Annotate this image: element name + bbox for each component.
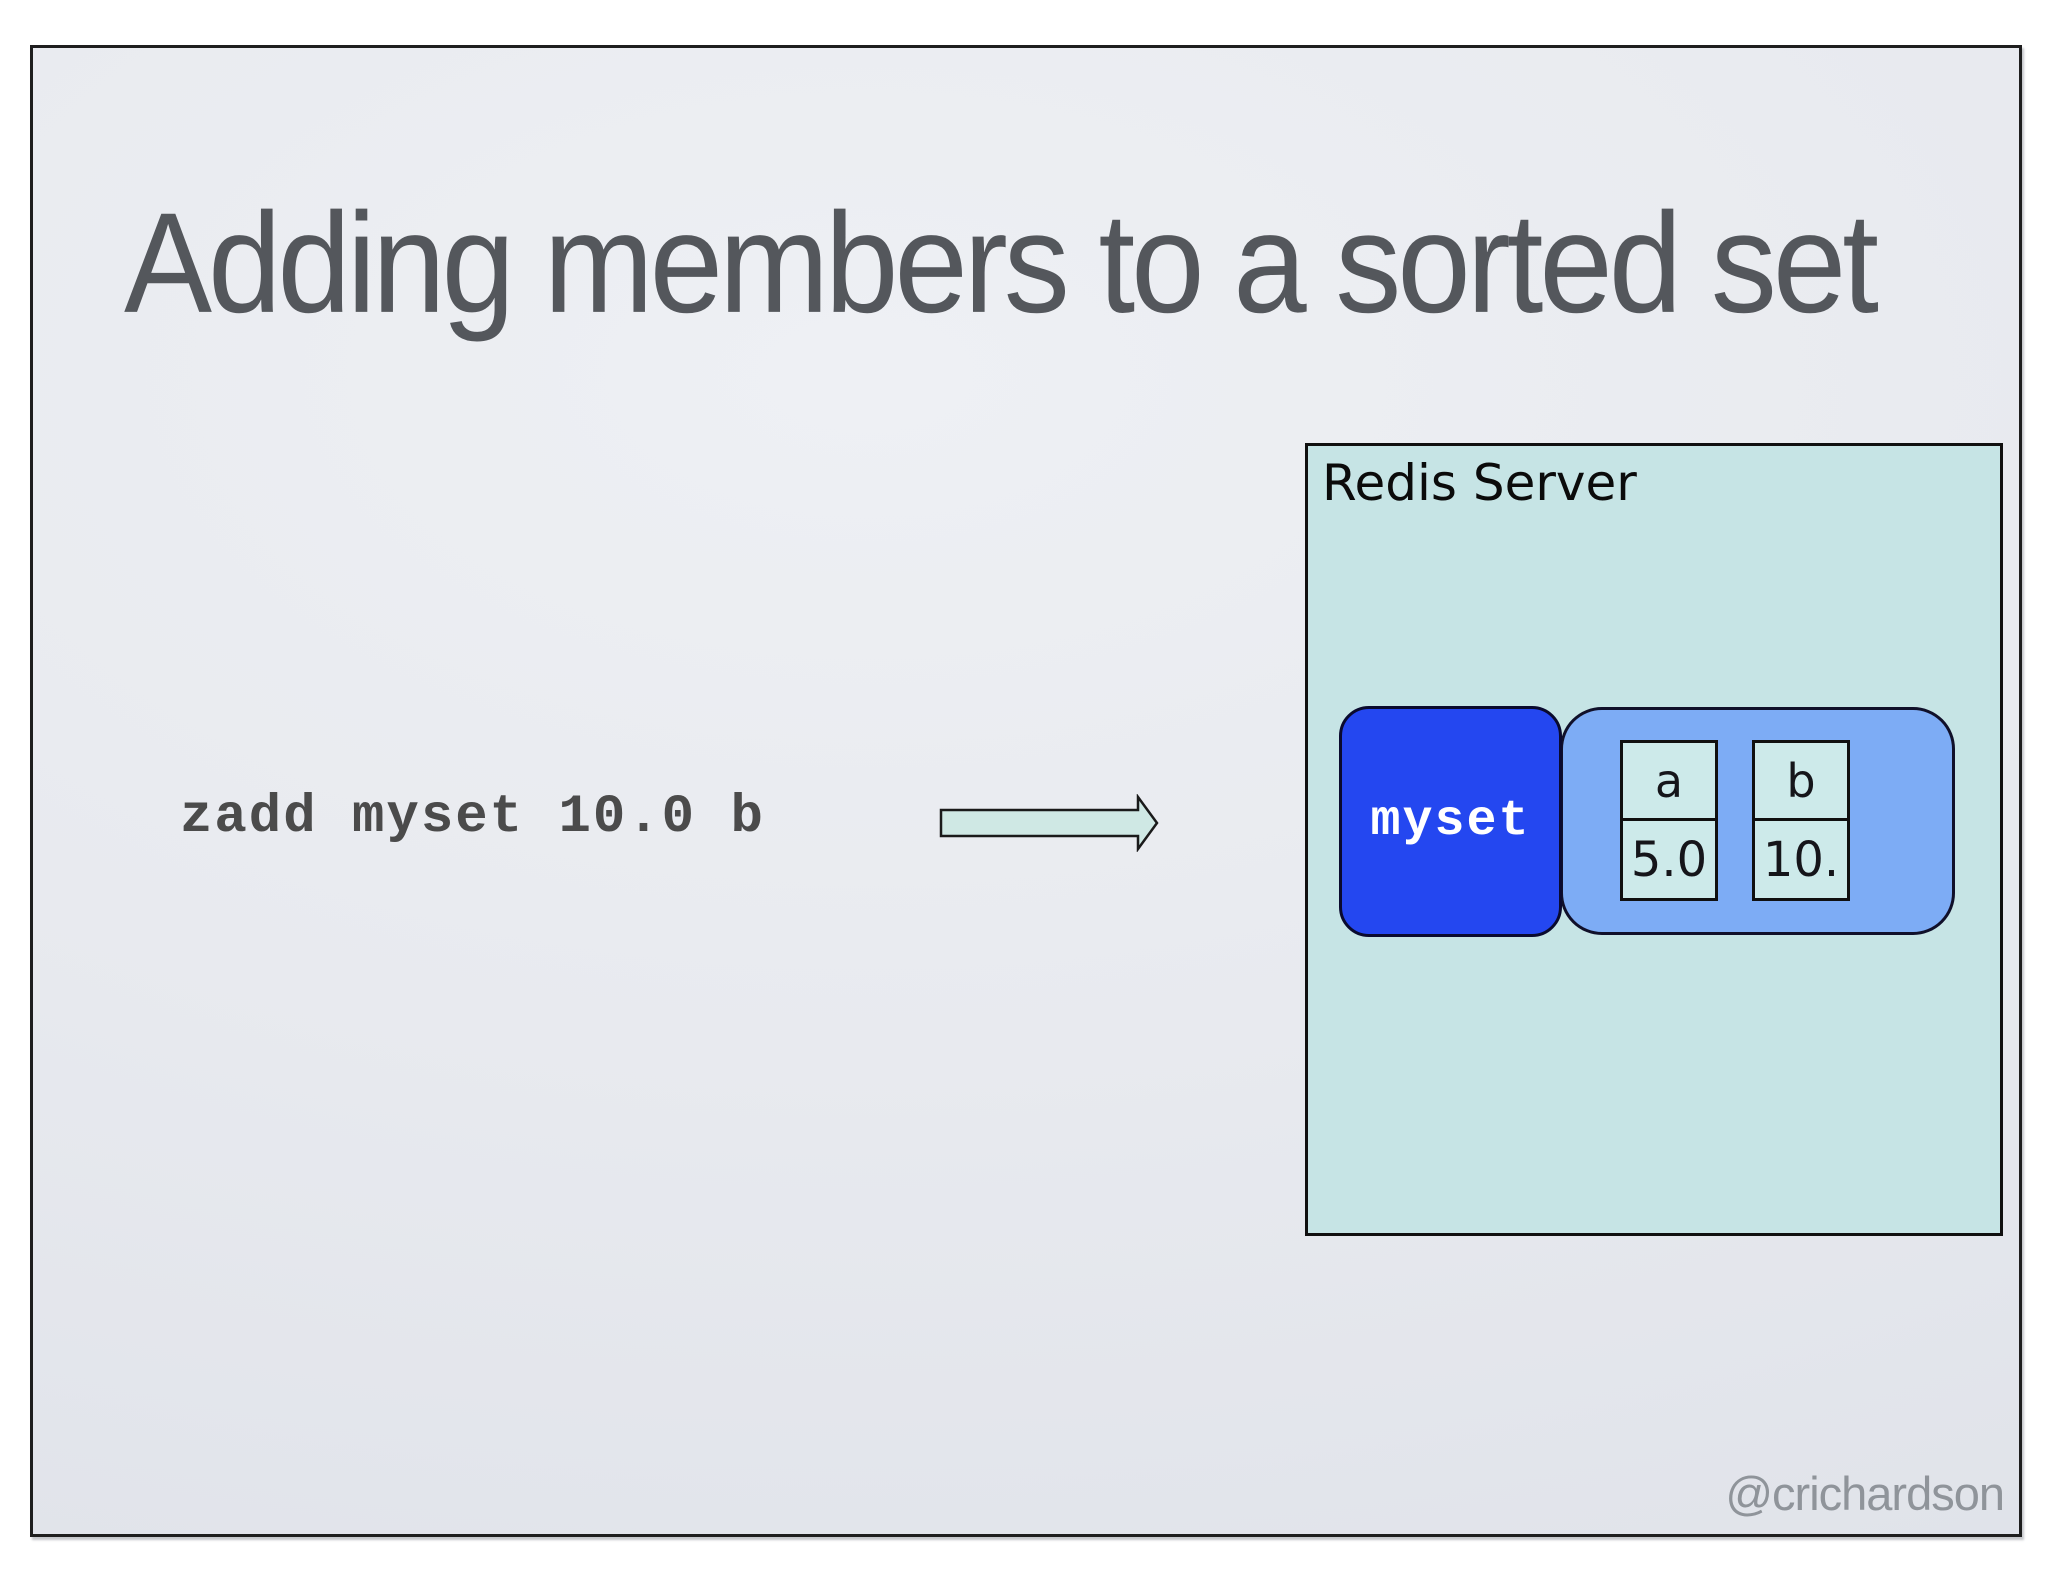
author-watermark: @crichardson	[1725, 1467, 2005, 1520]
redis-command-text: zadd myset 10.0 b	[180, 787, 765, 848]
member-cell: a 5.0	[1620, 740, 1718, 901]
member-cell: b 10.	[1752, 740, 1850, 901]
sorted-set-key-label: myset	[1370, 793, 1531, 850]
member-name: b	[1755, 743, 1847, 821]
right-arrow-icon	[939, 794, 1159, 852]
member-name: a	[1623, 743, 1715, 821]
member-score: 5.0	[1630, 831, 1708, 888]
sorted-set-key-box: myset	[1339, 706, 1562, 937]
member-score: 10.	[1762, 831, 1840, 888]
slide-title: Adding members to a sorted set	[124, 183, 1879, 343]
redis-server-label: Redis Server	[1322, 454, 1637, 512]
